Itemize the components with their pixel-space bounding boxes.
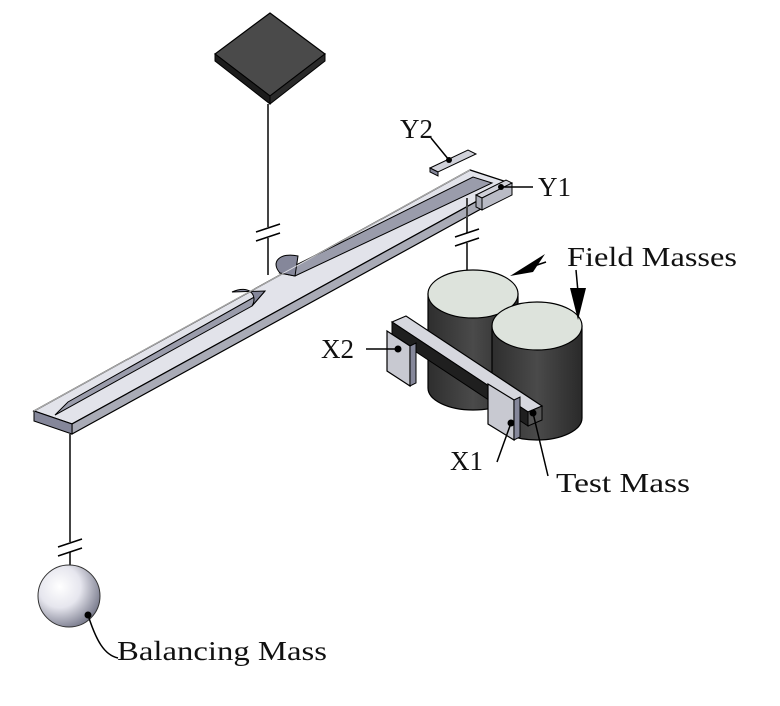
torsion-beam (32, 169, 512, 436)
balancing-mass-sphere (37, 564, 101, 628)
suspension-plate (214, 12, 326, 106)
label-y2: Y2 (400, 114, 433, 144)
x1-leader (496, 422, 512, 463)
y1-sensor-plate (474, 179, 514, 211)
label-x2: X2 (321, 334, 354, 364)
test-mass-leader (532, 412, 549, 477)
y2-sensor-plate (428, 149, 478, 177)
fiber-break-mark (255, 223, 281, 242)
main-fiber (255, 104, 281, 275)
field-masses-arrow-2 (570, 288, 586, 320)
beam-slot-left (54, 290, 266, 416)
balancing-mass-fiber (57, 434, 83, 566)
label-test-mass: Test Mass (556, 468, 690, 498)
x1-sensor-plate (487, 382, 537, 442)
field-masses-arrow-1 (510, 254, 545, 276)
balancing-mass-leader (87, 614, 119, 659)
y2-leader (430, 137, 450, 161)
x2-sensor-plate (386, 329, 417, 388)
beam-slot-left-end (231, 288, 267, 307)
label-x1: X1 (450, 446, 483, 476)
label-field-masses: Field Masses (567, 242, 737, 272)
label-balancing-mass: Balancing Mass (117, 636, 327, 666)
label-y1: Y1 (538, 172, 571, 202)
